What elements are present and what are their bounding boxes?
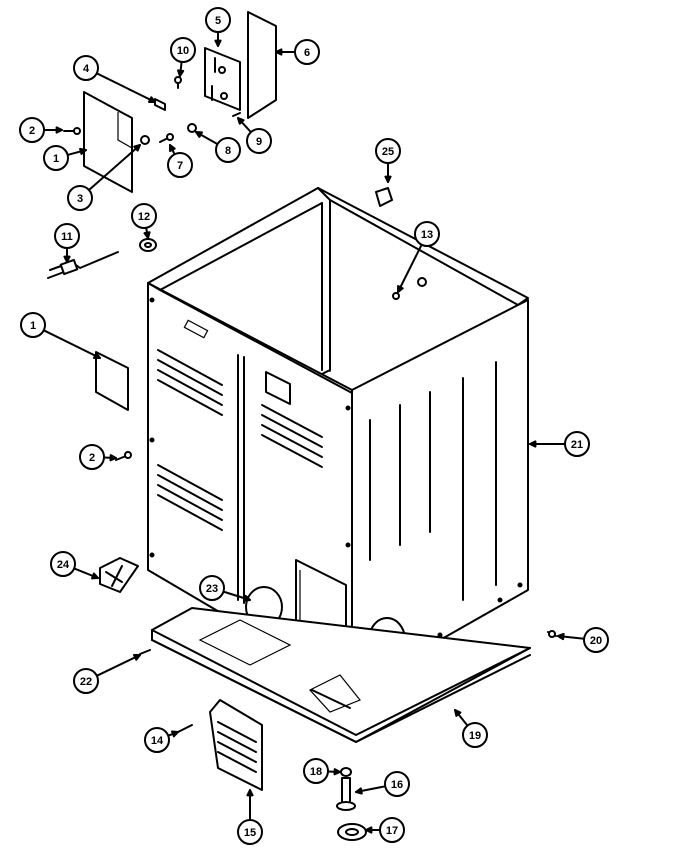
- callout-number: 4: [83, 63, 90, 75]
- callout-circle: [294, 39, 320, 65]
- leader-line: [95, 72, 156, 103]
- callout-number: 18: [310, 766, 322, 778]
- callout-circle: [237, 819, 263, 845]
- leader-line: [397, 243, 423, 293]
- leader-arrowhead: [195, 131, 203, 138]
- callout-circle: [414, 221, 440, 247]
- leader-arrowhead: [384, 175, 392, 183]
- callout-number: 10: [177, 45, 189, 57]
- callout-circle: [199, 575, 225, 601]
- callout-number: 14: [151, 735, 164, 747]
- callout-circle: [73, 668, 99, 694]
- hardware-parts: [47, 76, 557, 841]
- callout-number: 1: [53, 153, 59, 165]
- leader-arrowhead: [397, 285, 404, 293]
- callout-number: 15: [244, 827, 256, 839]
- callout-circle: [131, 203, 157, 229]
- callout-number: 11: [61, 231, 73, 243]
- callout-number: 5: [215, 15, 221, 27]
- callout-circle: [583, 627, 609, 653]
- callout-circle: [20, 312, 46, 338]
- leader-arrowhead: [169, 144, 176, 152]
- leader-line: [95, 654, 141, 677]
- callout-circle: [54, 223, 80, 249]
- leader-arrowhead: [91, 572, 99, 580]
- callout-number: 16: [391, 779, 403, 791]
- callout-number: 20: [590, 635, 602, 647]
- callout-number: 13: [421, 229, 433, 241]
- callout-circle: [303, 758, 329, 784]
- bracket-plate-part: [83, 91, 133, 193]
- callout-circle: [375, 138, 401, 164]
- leader-arrowhead: [109, 454, 117, 462]
- leader-arrowhead: [133, 144, 141, 152]
- callout-circle: [79, 444, 105, 470]
- callout-layer: 1122345678910111213141516171819202122232…: [19, 7, 609, 845]
- callout-number: 24: [57, 559, 70, 571]
- callout-number: 1: [30, 320, 36, 332]
- leader-lines: [42, 31, 586, 834]
- callout-number: 2: [89, 452, 95, 464]
- callout-circle: [246, 128, 272, 154]
- terminal-block-part: [204, 47, 241, 111]
- leader-arrowhead: [454, 709, 462, 717]
- leader-arrowhead: [355, 787, 363, 795]
- leader-arrowhead: [275, 48, 283, 56]
- cabinet-base: [151, 607, 531, 743]
- leader-arrowhead: [171, 730, 179, 738]
- callout-circle: [215, 137, 241, 163]
- callout-circle: [384, 771, 410, 797]
- callout-number: 25: [382, 146, 394, 158]
- leader-arrowhead: [177, 69, 185, 77]
- leader-arrowhead: [557, 632, 565, 641]
- callout-number: 9: [256, 136, 262, 148]
- leader-arrowhead: [246, 789, 254, 797]
- leader-arrowhead: [237, 117, 245, 125]
- leader-arrowhead: [63, 255, 71, 263]
- leader-arrowhead: [55, 126, 63, 134]
- callout-circle: [73, 55, 99, 81]
- callout-number: 22: [80, 676, 92, 688]
- callout-number: 2: [29, 125, 35, 137]
- callout-number: 7: [177, 160, 183, 172]
- cover-part: [247, 11, 277, 119]
- leader-arrowhead: [333, 768, 341, 776]
- callout-number: 17: [386, 825, 398, 837]
- callout-number: 6: [304, 47, 310, 59]
- leader-arrowhead: [365, 826, 373, 834]
- callout-number: 3: [77, 193, 83, 205]
- callout-circle: [170, 37, 196, 63]
- leader-arrowhead: [214, 39, 222, 47]
- leader-arrowhead: [133, 653, 141, 661]
- callout-circle: [19, 117, 45, 143]
- callout-number: 8: [225, 145, 231, 157]
- leader-line: [87, 144, 141, 192]
- callout-circle: [167, 152, 193, 178]
- leader-line: [42, 329, 101, 359]
- leader-arrowhead: [143, 231, 151, 239]
- callout-number: 12: [138, 211, 150, 223]
- leader-arrowhead: [93, 352, 101, 359]
- callout-number: 23: [206, 583, 218, 595]
- clip-part: [154, 98, 166, 111]
- callout-circle: [67, 185, 93, 211]
- callout-number: 19: [469, 730, 481, 742]
- callout-circle: [43, 145, 69, 171]
- leader-arrowhead: [148, 96, 156, 103]
- leader-arrowhead: [79, 147, 87, 155]
- leader-arrowhead: [529, 440, 537, 448]
- callout-circle: [462, 722, 488, 748]
- callout-number: 21: [571, 439, 583, 451]
- callout-circle: [50, 551, 76, 577]
- leader-arrowhead: [243, 594, 251, 602]
- callout-circle: [205, 7, 231, 33]
- cabinet: [147, 187, 529, 691]
- callout-circle: [564, 431, 590, 457]
- callout-circle: [379, 817, 405, 843]
- callout-circle: [144, 727, 170, 753]
